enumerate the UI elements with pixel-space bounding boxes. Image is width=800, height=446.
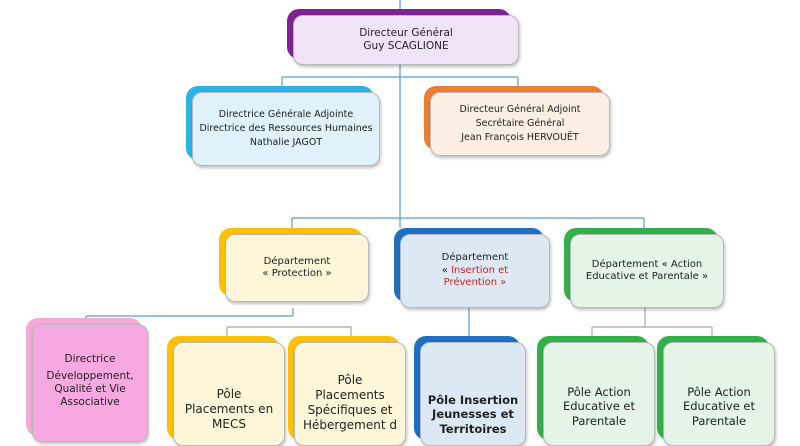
node-text-3: Territoires <box>439 421 507 436</box>
connectors-primary <box>85 0 645 340</box>
node-subtitle: Educative et Parentale » <box>585 271 709 282</box>
node-person: Jean François HERVOUËT <box>461 131 579 143</box>
node-text-1: Développement, <box>46 370 134 383</box>
node-pole-placements-specifiques: Pôle Placements Spécifiques et Hébergeme… <box>288 336 406 446</box>
node-departement-protection: Département « Protection » <box>219 228 369 302</box>
node-title: Directeur Général Adjoint <box>459 104 581 116</box>
node-role: Directrice des Ressources Humaines <box>199 122 373 134</box>
node-directeur-general: Directeur Général Guy SCAGLIONE <box>287 9 519 65</box>
node-pole-action-educative-1: Pôle Action Educative et Parentale <box>537 336 655 446</box>
node-card: Directrice Développement, Qualité et Vie… <box>32 324 148 442</box>
node-text-1: Pôle <box>337 373 363 387</box>
node-title: Département « Action <box>591 258 703 270</box>
node-text-1: Pôle <box>216 387 242 401</box>
node-directrice-developpement: Directrice Développement, Qualité et Vie… <box>26 318 148 442</box>
node-text-2: Educative et <box>682 399 756 414</box>
node-card: Directeur Général Guy SCAGLIONE <box>293 15 519 65</box>
node-text-3: Parentale <box>691 413 747 428</box>
node-text-1: Pôle Action <box>567 385 631 399</box>
node-subtitle: « Insertion et <box>442 265 508 278</box>
node-subtitle-prefix: « <box>441 264 452 276</box>
node-title: Directeur Général <box>359 26 453 39</box>
node-text-2: Educative et <box>562 399 636 414</box>
node-card: Département « Protection » <box>225 234 369 302</box>
node-pole-action-educative-2: Pôle Action Educative et Parentale <box>657 336 775 446</box>
node-card: Pôle Action Educative et Parentale <box>543 342 655 446</box>
node-text-2: Jeunesses et <box>432 407 514 422</box>
node-card: Pôle Placements Spécifiques et Hébergeme… <box>294 342 406 446</box>
node-card: Pôle Placements en MECS <box>173 342 285 446</box>
node-text-2: Qualité et Vie <box>54 383 126 396</box>
node-pole-insertion: Pôle Insertion Jeunesses et Territoires <box>414 336 526 446</box>
org-chart: Directeur Général Guy SCAGLIONE Directri… <box>26 0 775 446</box>
node-subtitle-accent: Insertion et <box>451 264 509 276</box>
node-card: Directeur Général Adjoint Secrétaire Gén… <box>430 92 610 156</box>
node-title: Directrice <box>64 353 116 365</box>
node-text-4: Hébergement d <box>303 418 397 432</box>
node-title: Directrice Générale Adjointe <box>218 108 354 120</box>
node-role: Secrétaire Général <box>475 118 565 130</box>
node-text-3: MECS <box>212 417 246 431</box>
node-title: Département <box>441 252 509 264</box>
node-card: Pôle Insertion Jeunesses et Territoires <box>420 342 526 446</box>
node-subtitle-accent-2: Prévention » <box>443 277 507 289</box>
node-card: Pôle Action Educative et Parentale <box>663 342 775 446</box>
node-text-2: Placements en <box>184 402 274 416</box>
node-card: Département « Action Educative et Parent… <box>570 234 724 308</box>
node-title: Département <box>263 255 331 267</box>
node-person: Nathalie JAGOT <box>249 137 323 149</box>
node-card: Département « Insertion et Prévention » <box>400 234 550 308</box>
node-card: Directrice Générale Adjointe Directrice … <box>192 92 380 166</box>
node-text-1: Pôle Action <box>687 385 751 399</box>
node-departement-insertion: Département « Insertion et Prévention » <box>394 228 550 308</box>
node-text-1: Pôle Insertion <box>427 393 519 407</box>
node-directeur-general-adjoint: Directeur Général Adjoint Secrétaire Gén… <box>424 86 610 156</box>
node-text-3: Spécifiques et <box>307 403 393 417</box>
node-subtitle: « Protection » <box>262 268 332 279</box>
node-text-2: Placements <box>315 388 385 402</box>
node-text-3: Associative <box>60 396 120 409</box>
node-text-3: Parentale <box>571 413 627 428</box>
node-departement-action-educative: Département « Action Educative et Parent… <box>564 228 724 308</box>
node-person: Guy SCAGLIONE <box>363 40 449 52</box>
node-directrice-generale-adjointe: Directrice Générale Adjointe Directrice … <box>186 86 380 166</box>
